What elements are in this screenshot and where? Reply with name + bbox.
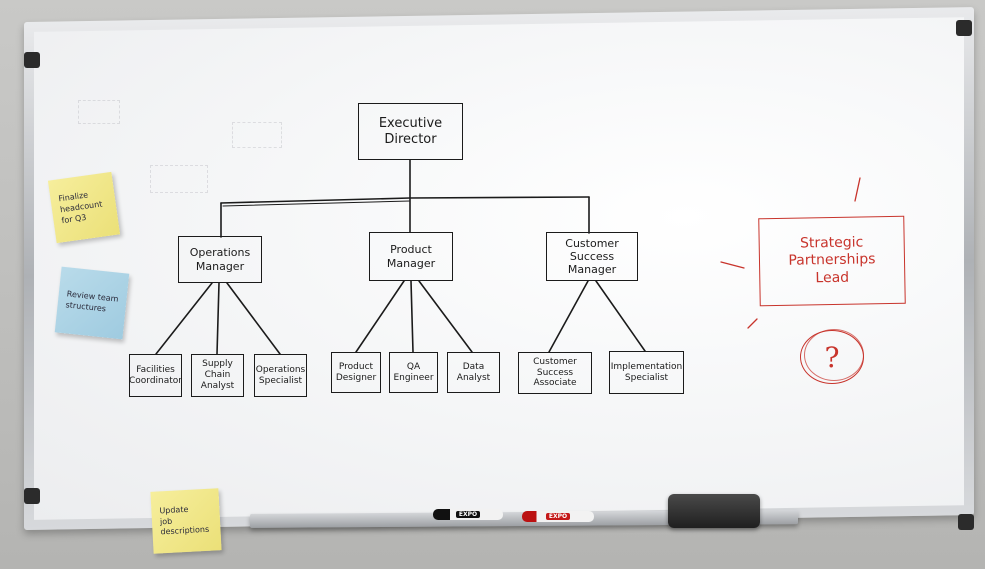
marker-brand-label: EXPO [455,511,481,518]
node-product-designer: Product Designer [331,352,381,393]
erased-ghost-box [78,100,120,124]
frame-corner [958,514,974,530]
connector-line [226,282,281,355]
connector-line [410,280,414,353]
sticky-note-team-structures: Review team structures [54,266,130,340]
node-facilities-coordinator: Facilities Coordinator [129,354,182,397]
red-accent-line [720,261,745,269]
node-supply-chain-analyst: Supply Chain Analyst [191,354,244,397]
connector-line [595,280,646,352]
node-product-manager: Product Manager [369,232,453,281]
connector-line [548,280,589,353]
eraser[interactable] [668,494,760,528]
connector-line [418,280,473,353]
node-executive-director: Executive Director [358,103,463,160]
red-accent-line [747,318,758,329]
node-customer-success-associate: Customer Success Associate [518,352,592,394]
connector-line [220,196,590,204]
connector-line [355,280,405,353]
frame-corner [24,52,40,68]
node-operations-manager: Operations Manager [178,236,262,283]
question-mark-icon: ? [800,329,864,384]
node-implementation-specialist: Implementation Specialist [609,351,684,394]
node-operations-specialist: Operations Specialist [254,354,307,397]
red-marker[interactable]: EXPO [522,511,594,522]
black-marker[interactable]: EXPO [433,509,503,520]
node-customer-success-manager: Customer Success Manager [546,232,638,281]
frame-corner [956,20,972,36]
connector-line [155,282,213,355]
erased-ghost-box [150,165,208,193]
node-data-analyst: Data Analyst [447,352,500,393]
marker-brand-label: EXPO [545,513,571,520]
node-strategic-partnerships-lead: Strategic Partnerships Lead [758,215,906,307]
node-qa-engineer: QA Engineer [389,352,438,393]
connector-line [216,282,220,355]
erased-ghost-box [232,122,282,148]
sticky-note-headcount: Finalize headcount for Q3 [47,171,121,244]
connector-line [222,200,411,207]
frame-corner [24,488,40,504]
red-accent-line [854,177,861,202]
sticky-note-job-descriptions: Update job descriptions [150,488,222,554]
